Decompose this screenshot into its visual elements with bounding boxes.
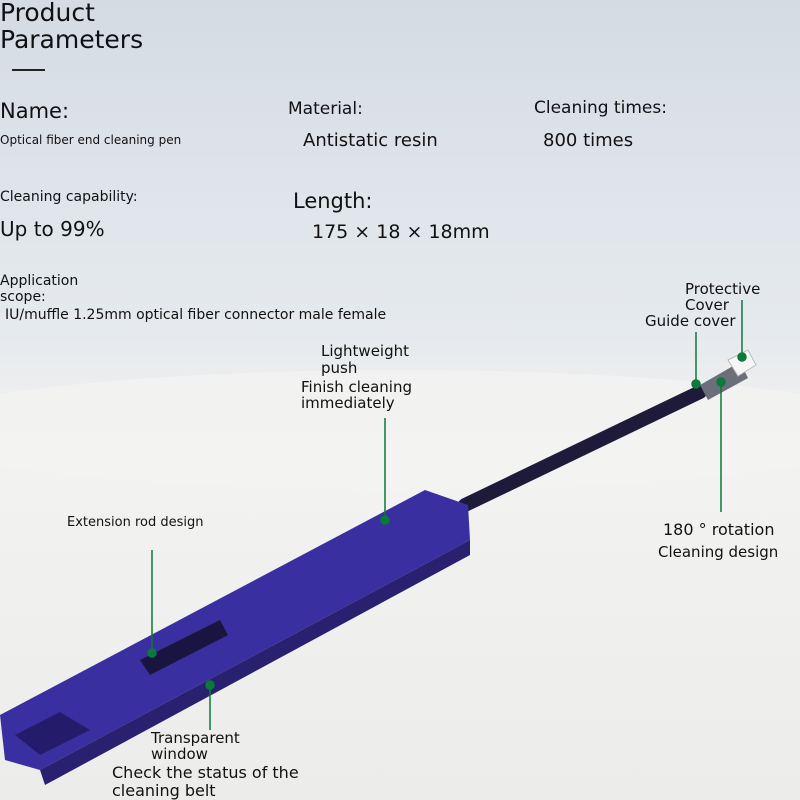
material-label: Material:: [288, 99, 363, 119]
callout-window-2: window: [151, 745, 208, 763]
callout-markers: [147, 300, 747, 730]
cleaning-times-label: Cleaning times:: [534, 98, 667, 118]
transparent-window: [140, 620, 228, 675]
callout-lightweight-2: push: [321, 359, 358, 377]
scope-label-2: scope:: [0, 289, 46, 305]
callout-extension: Extension rod design: [67, 515, 204, 530]
callout-protective-cover-1: Protective: [685, 280, 761, 298]
scope-value: IU/muffle 1.25mm optical fiber connector…: [5, 307, 387, 323]
pen-body-side: [40, 540, 470, 785]
cleaning-times-value: 800 times: [543, 130, 634, 151]
callout-check-2: cleaning belt: [112, 781, 216, 800]
extension-rod: [458, 385, 707, 512]
page-title-line1: Product: [0, 0, 95, 27]
material-value: Antistatic resin: [303, 130, 438, 151]
length-label: Length:: [293, 189, 373, 213]
callout-check-1: Check the status of the: [112, 763, 299, 782]
callout-rotation-1: 180 ° rotation: [663, 520, 775, 539]
callout-window-1: Transparent: [151, 729, 240, 747]
callout-finish-1: Finish cleaning: [301, 378, 413, 396]
callout-rotation-2: Cleaning design: [658, 543, 779, 561]
callout-protective-cover-2: Cover: [685, 296, 729, 314]
capability-value: Up to 99%: [0, 217, 105, 241]
pen-end-opening: [15, 712, 90, 755]
page-title-line2: Parameters: [0, 25, 144, 54]
callout-guide-cover: Guide cover: [645, 312, 736, 330]
capability-label: Cleaning capability:: [0, 189, 138, 205]
name-label: Name:: [0, 99, 70, 123]
callout-finish-2: immediately: [301, 394, 395, 412]
pen-body: [0, 490, 470, 770]
callout-lightweight-1: Lightweight: [321, 342, 410, 360]
length-value: 175 × 18 × 18mm: [312, 221, 490, 243]
scope-label-1: Application: [0, 273, 79, 289]
name-value: Optical fiber end cleaning pen: [0, 133, 182, 147]
